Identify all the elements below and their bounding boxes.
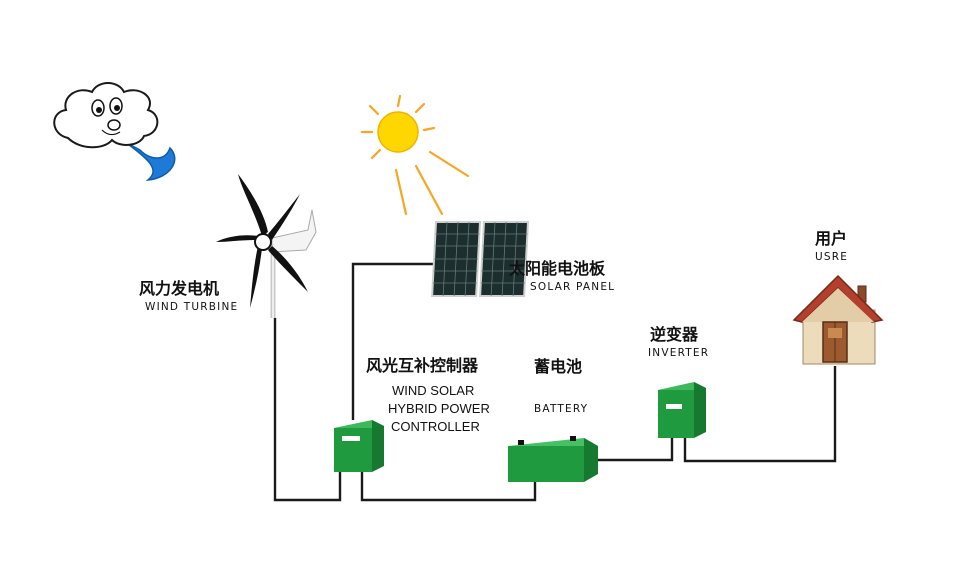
user-label-en: USRE: [815, 251, 848, 263]
controller-label-en-line-3: CONTROLLER: [391, 419, 480, 434]
controller-icon: [334, 420, 384, 472]
battery-label-en: BATTERY: [534, 403, 588, 415]
wire-inverter-to-house: [683, 366, 837, 463]
wire-turbine-to-controller: [273, 318, 342, 502]
inverter-icon: [658, 382, 706, 438]
wire-battery-to-inverter: [596, 438, 674, 462]
battery-label-zh: 蓄电池: [534, 357, 582, 376]
sun-icon: [360, 94, 470, 216]
wind-turbine-icon: [216, 174, 317, 318]
inverter-label-en: INVERTER: [648, 347, 709, 359]
battery-icon: [508, 436, 598, 482]
house-icon: [792, 274, 884, 365]
inverter-label-zh: 逆变器: [650, 325, 699, 344]
solar-panel-label-zh: 太阳能电池板: [508, 259, 606, 278]
wind-turbine-label-en: WIND TURBINE: [145, 301, 238, 313]
solar-panel-label-en: SOLAR PANEL: [530, 281, 615, 293]
wind-turbine-label-zh: 风力发电机: [139, 279, 219, 298]
solar-panel-icon: [431, 221, 530, 297]
wire-panel-to-controller: [351, 262, 435, 420]
controller-label-zh: 风光互补控制器: [366, 356, 479, 375]
wiring: [273, 262, 837, 502]
cloud-wind-icon: [53, 82, 176, 181]
user-label-zh: 用户: [815, 229, 847, 248]
controller-label-en-line-1: WIND SOLAR: [392, 383, 474, 398]
wire-controller-to-battery: [360, 472, 537, 502]
controller-label-en-line-2: HYBRID POWER: [388, 401, 490, 416]
